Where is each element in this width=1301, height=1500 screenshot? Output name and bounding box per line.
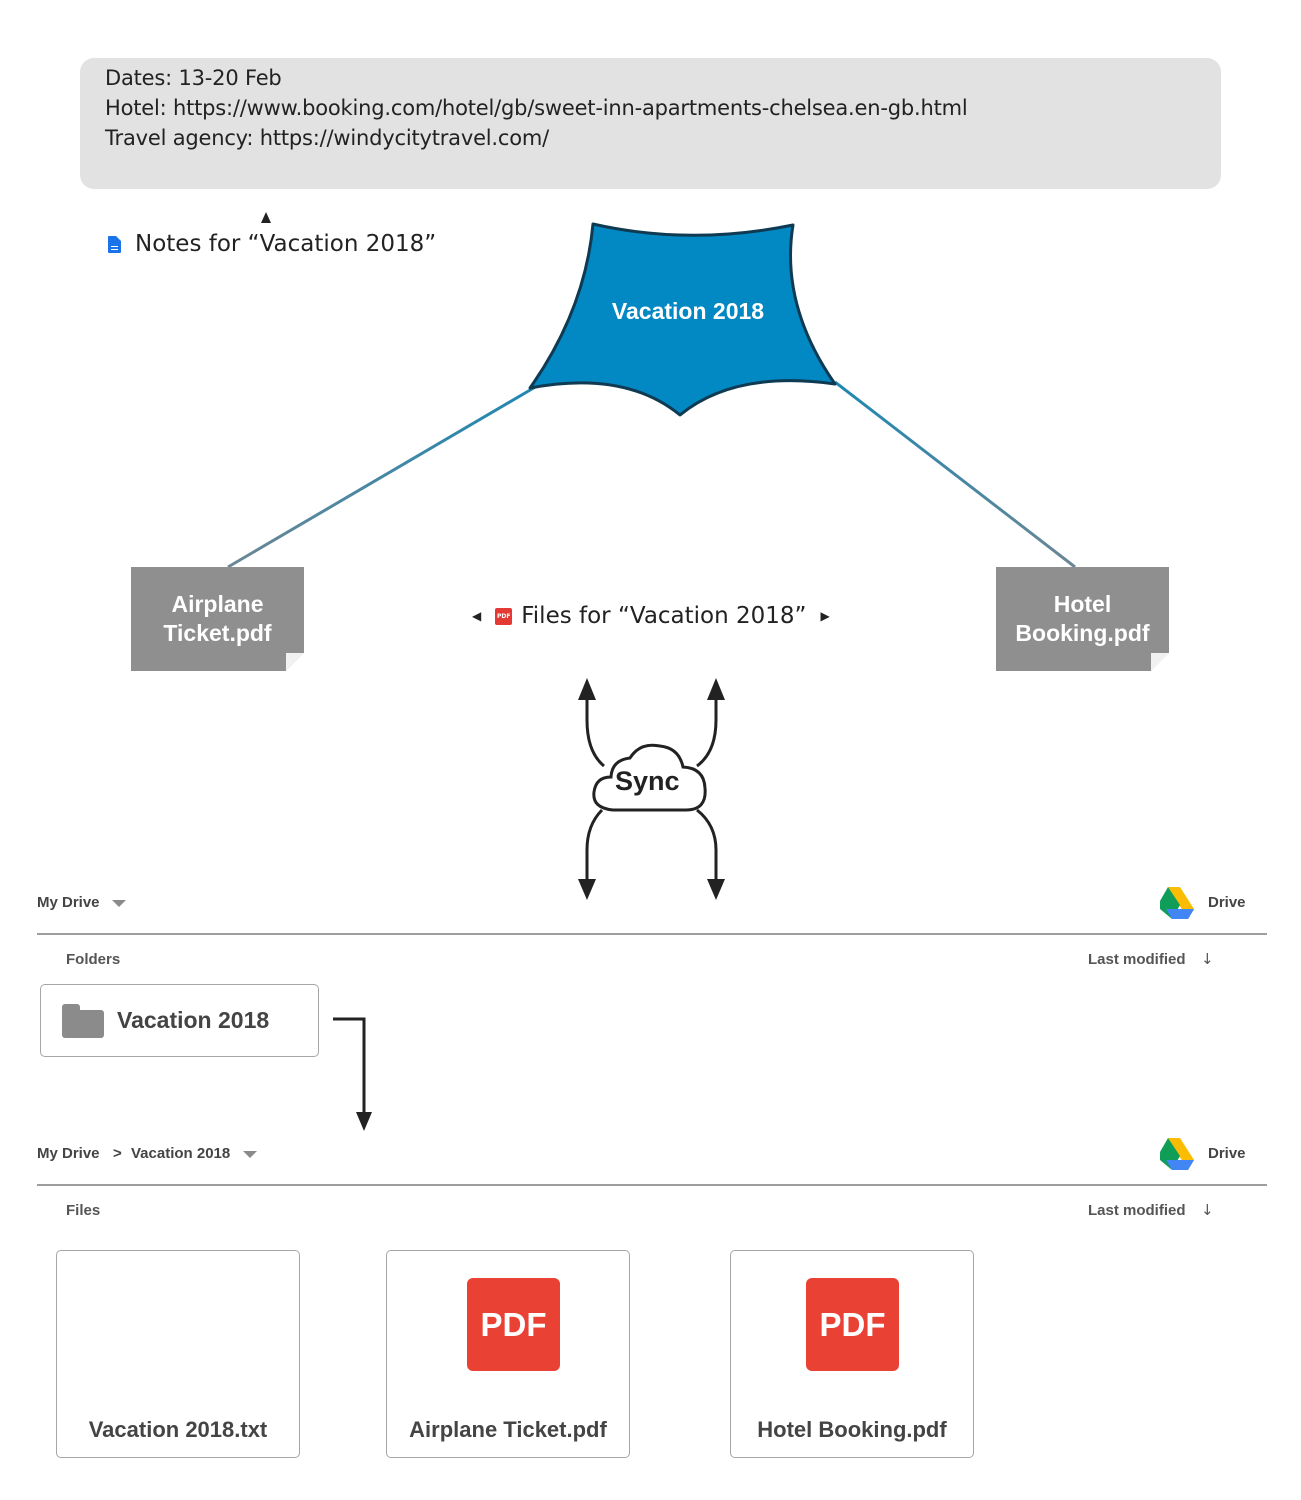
sync-label: Sync (615, 766, 680, 796)
breadcrumb-separator: > (113, 1145, 122, 1162)
file-card-airplane-line2: Ticket.pdf (163, 620, 272, 646)
breadcrumb-my-drive[interactable]: My Drive (37, 1145, 100, 1162)
folder-vacation-2018[interactable]: Vacation 2018 (40, 984, 319, 1057)
section-folders-heading: Folders (66, 951, 121, 968)
triangle-right-icon: ▶ (820, 609, 830, 623)
breadcrumb-vacation-2018[interactable]: Vacation 2018 (131, 1145, 231, 1162)
chevron-down-icon[interactable] (112, 900, 126, 907)
sort-arrow-down-icon[interactable]: ↓ (1201, 950, 1214, 968)
cloud-icon (592, 743, 707, 812)
connector-left (227, 384, 538, 569)
folder-icon (62, 1003, 104, 1038)
google-doc-small-icon (108, 235, 121, 253)
notes-box: Dates: 13-20 Feb Hotel: https://www.book… (80, 58, 1221, 189)
navigate-arrow (333, 1017, 366, 1118)
navigate-arrow-head-icon (356, 1112, 372, 1131)
sync-arrow-down-right-icon (707, 879, 725, 900)
sort-last-modified[interactable]: Last modified (1088, 951, 1186, 968)
notes-caption: Notes for “Vacation 2018” (108, 231, 436, 257)
pdf-icon: PDF (806, 1278, 899, 1371)
connector-right (834, 380, 1076, 569)
file-tile-vacation-txt[interactable]: Vacation 2018.txt (56, 1250, 300, 1458)
file-card-hotel-line2: Booking.pdf (1015, 620, 1150, 646)
sync-arrow-down-left-icon (578, 879, 596, 900)
folder-name: Vacation 2018 (117, 1007, 270, 1033)
drive-brand-label: Drive (1208, 1145, 1246, 1162)
file-tile-hotel-booking[interactable]: PDF Hotel Booking.pdf (730, 1250, 974, 1458)
file-tile-name: Vacation 2018.txt (88, 1417, 268, 1442)
notes-pointer-icon (261, 212, 271, 223)
chevron-down-icon[interactable] (243, 1151, 257, 1158)
divider (37, 933, 1267, 935)
file-tile-name: Hotel Booking.pdf (757, 1417, 947, 1442)
file-tile-airplane-ticket[interactable]: PDF Airplane Ticket.pdf (386, 1250, 630, 1458)
page-fold-icon (286, 653, 304, 671)
files-caption-text: Files for “Vacation 2018” (521, 603, 807, 629)
sync-arrow-up-right-icon (707, 678, 725, 700)
section-files-heading: Files (66, 1202, 101, 1219)
notes-line-dates: Dates: 13-20 Feb (105, 66, 282, 90)
file-tile-name: Airplane Ticket.pdf (409, 1417, 607, 1442)
file-card-airplane-line1: Airplane (171, 591, 264, 617)
drive-brand-label: Drive (1208, 894, 1246, 911)
drive-logo-bottom-icon (1160, 1138, 1194, 1170)
files-caption: ◀ PDF Files for “Vacation 2018” ▶ (472, 603, 830, 629)
sort-last-modified[interactable]: Last modified (1088, 1202, 1186, 1219)
sort-arrow-down-icon[interactable]: ↓ (1201, 1201, 1214, 1219)
divider (37, 1184, 1267, 1186)
file-card-hotel-line1: Hotel (1053, 591, 1112, 617)
notes-line-hotel: Hotel: https://www.booking.com/hotel/gb/… (105, 96, 968, 120)
sync-arrow-up-left-icon (578, 678, 596, 700)
pdf-small-icon: PDF (495, 607, 513, 625)
breadcrumb-my-drive[interactable]: My Drive (37, 894, 100, 911)
page-fold-icon (1151, 653, 1169, 671)
notes-caption-text: Notes for “Vacation 2018” (135, 231, 437, 257)
drive-logo-top-icon (1160, 887, 1194, 919)
hub-star-shape (528, 222, 837, 417)
pdf-icon: PDF (467, 1278, 560, 1371)
notes-line-agency: Travel agency: https://windycitytravel.c… (105, 126, 550, 150)
hub-title: Vacation 2018 (611, 298, 765, 324)
triangle-left-icon: ◀ (472, 609, 482, 623)
